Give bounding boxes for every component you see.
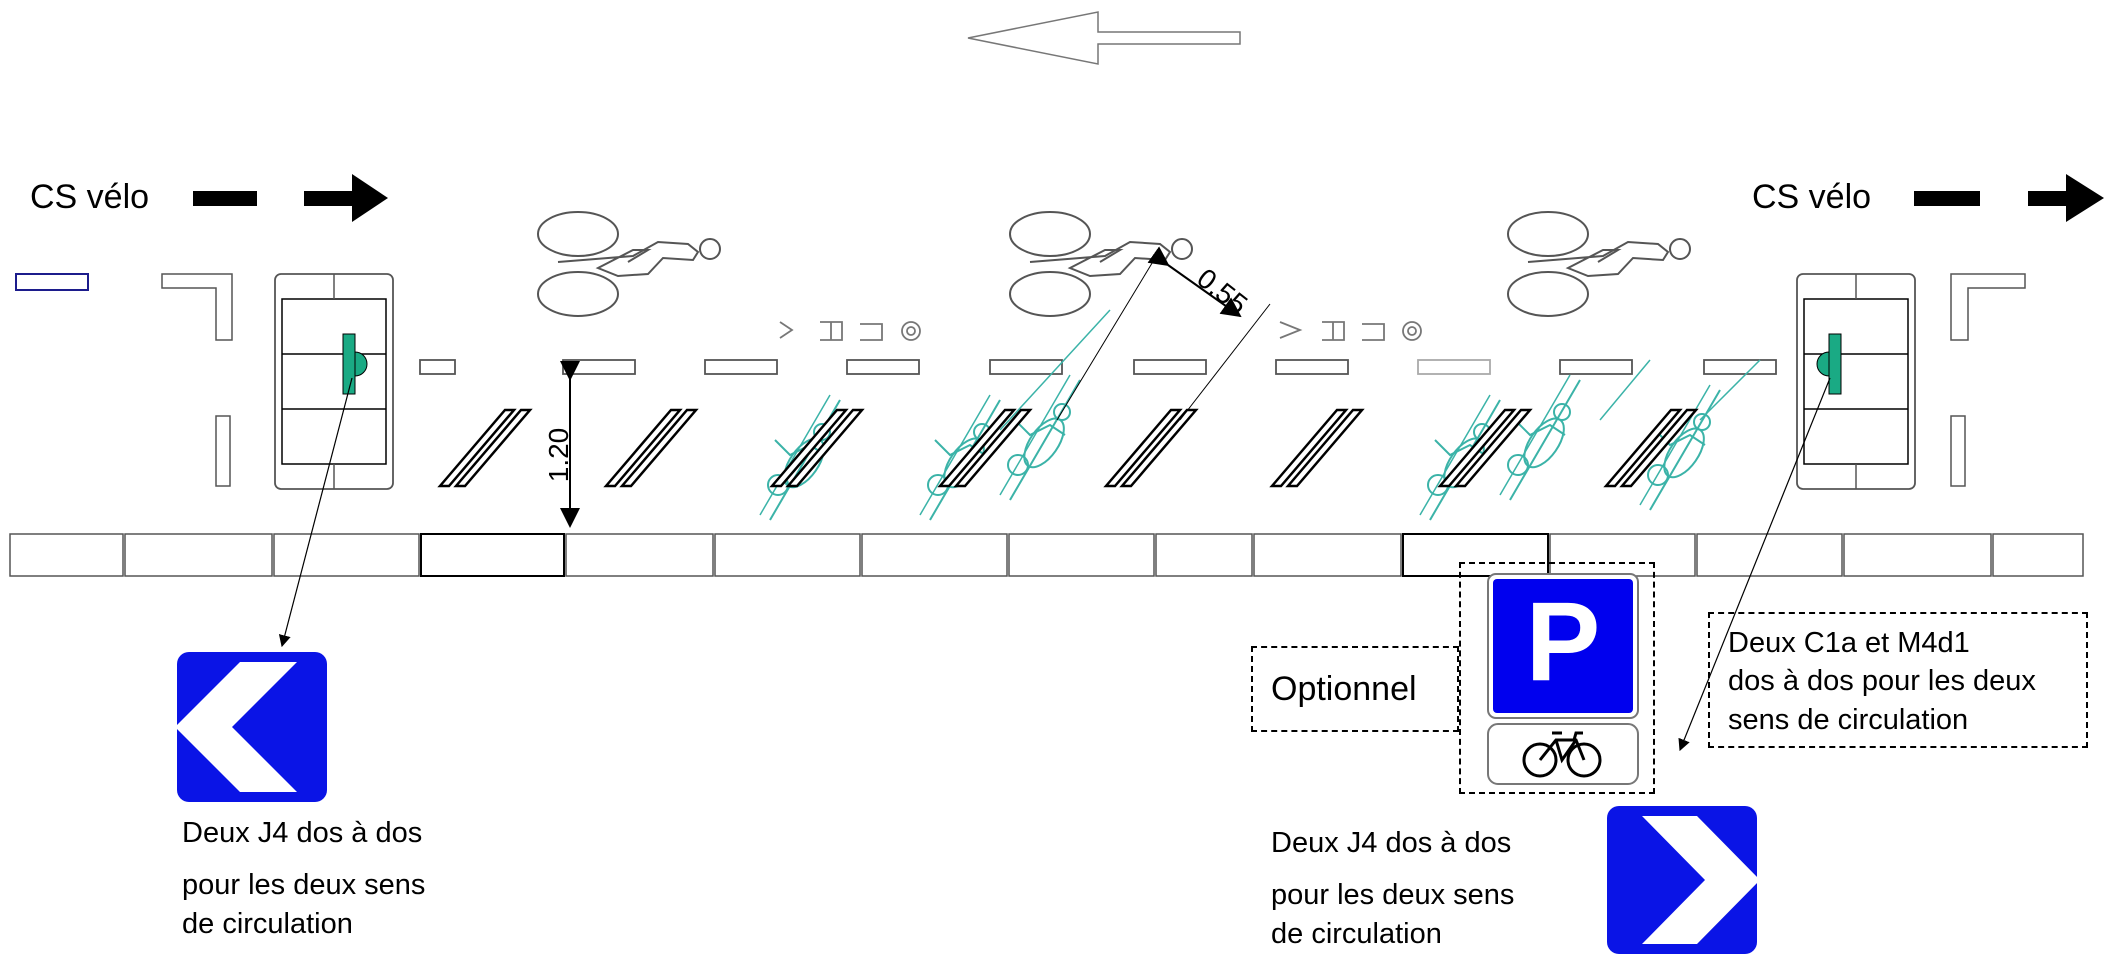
dashed-lane-line bbox=[419, 359, 1777, 375]
cyclist-marking-icon bbox=[1009, 211, 1193, 317]
optional-label: Optionnel bbox=[1271, 670, 1417, 708]
dimension-line-offset bbox=[1147, 246, 1242, 318]
traffic-direction-arrow-icon bbox=[967, 11, 1241, 65]
corner-marking-left bbox=[161, 273, 233, 341]
j4-note-left: Deux J4 dos à dos pour les deux sens de … bbox=[182, 814, 425, 943]
cs-velo-label-left: CS vélo bbox=[30, 178, 150, 216]
cs-velo-arrow-left-icon bbox=[304, 174, 388, 222]
parked-bike-icon bbox=[1639, 384, 1721, 511]
parked-bike-icon bbox=[999, 374, 1081, 501]
j4-note-right-line-3: de circulation bbox=[1271, 917, 1442, 950]
beacon-post-left bbox=[274, 273, 394, 490]
edge-marker bbox=[15, 273, 89, 291]
cs-velo-dash-left bbox=[193, 191, 257, 206]
j4-note-right-line-2: pour les deux sens bbox=[1271, 879, 1515, 912]
dimension-width-label: 1.20 bbox=[543, 428, 574, 483]
velo-marking-2 bbox=[1279, 321, 1422, 341]
c1a-note: Deux C1a et M4d1 dos à dos pour les deux… bbox=[1728, 624, 2036, 739]
dimension-offset-label: 0.55 bbox=[1191, 262, 1253, 320]
kerb-marking-right bbox=[1950, 415, 1966, 487]
parking-sign: P bbox=[1487, 573, 1639, 785]
chevron-left-icon bbox=[175, 662, 297, 792]
j4-note-left-line-3: de circulation bbox=[182, 907, 353, 940]
bike-stands bbox=[438, 408, 1698, 488]
parked-bike-icon bbox=[1499, 374, 1581, 501]
leader-line-right bbox=[1678, 377, 1831, 752]
corner-marking-right bbox=[1950, 273, 2026, 341]
c1a-note-line-2: dos à dos pour les deux bbox=[1728, 665, 2036, 698]
j4-chevron-sign-left bbox=[175, 652, 327, 802]
parking-letter: P bbox=[1526, 579, 1601, 704]
kerb-marking-left bbox=[215, 415, 231, 487]
j4-note-right-line-1: Deux J4 dos à dos bbox=[1271, 827, 1512, 859]
c1a-note-line-3: sens de circulation bbox=[1728, 703, 1969, 736]
cs-velo-label-right: CS vélo bbox=[1752, 178, 1872, 216]
cs-velo-arrow-right-icon bbox=[2028, 174, 2104, 222]
optional-label-box: Optionnel bbox=[1251, 646, 1459, 732]
cyclist-marking-icon bbox=[1507, 211, 1691, 317]
cyclist-marking-icon bbox=[537, 211, 721, 317]
cs-velo-dash-right bbox=[1914, 191, 1980, 206]
bicycle-icon bbox=[1522, 731, 1602, 778]
optional-sign-frame bbox=[1459, 562, 1655, 794]
beacon-post-right bbox=[1796, 273, 1916, 490]
c1a-note-line-1: Deux C1a et M4d1 bbox=[1728, 627, 1970, 659]
leader-line-left bbox=[278, 377, 353, 648]
kerb-row bbox=[9, 533, 2084, 577]
j4-chevron-sign-right bbox=[1607, 806, 1760, 954]
c1a-note-box: Deux C1a et M4d1 dos à dos pour les deux… bbox=[1708, 612, 2088, 748]
chevron-right-icon bbox=[1642, 816, 1760, 944]
j4-note-left-line-1: Deux J4 dos à dos bbox=[182, 817, 423, 849]
j4-note-left-line-2: pour les deux sens bbox=[182, 869, 426, 902]
j4-note-right: Deux J4 dos à dos pour les deux sens de … bbox=[1271, 824, 1514, 953]
velo-marking-1 bbox=[779, 321, 921, 341]
